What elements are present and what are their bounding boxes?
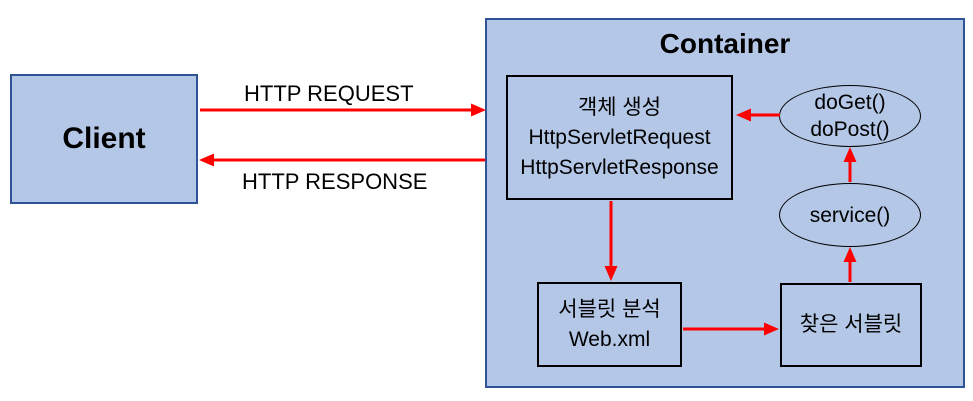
service-label: service() [809, 203, 891, 227]
found-servlet-box: 찾은 서블릿 [780, 283, 922, 367]
object-creation-line2: HttpServletRequest [528, 125, 711, 149]
client-label: Client [62, 122, 146, 155]
servlet-analysis-box: 서블릿 분석 Web.xml [537, 282, 682, 367]
object-creation-line1: 객체 생성 [577, 95, 662, 119]
servlet-analysis-line2: Web.xml [568, 327, 651, 351]
found-servlet-label: 찾은 서블릿 [799, 313, 903, 336]
http-request-label: HTTP REQUEST [244, 81, 414, 106]
object-creation-box: 객체 생성 HttpServletRequest HttpServletResp… [506, 75, 733, 200]
container-title: Container [659, 28, 791, 59]
dopost-label: doPost() [810, 118, 890, 141]
servlet-analysis-line1: 서블릿 분석 [558, 297, 661, 321]
doget-dopost-ellipse: doGet() doPost() [779, 85, 921, 147]
client-box: Client [10, 74, 198, 204]
doget-label: doGet() [814, 91, 886, 114]
http-response-label: HTTP RESPONSE [242, 169, 428, 194]
arrow-http-response [199, 153, 485, 167]
object-creation-line3: HttpServletResponse [520, 155, 719, 179]
service-ellipse: service() [779, 183, 921, 247]
